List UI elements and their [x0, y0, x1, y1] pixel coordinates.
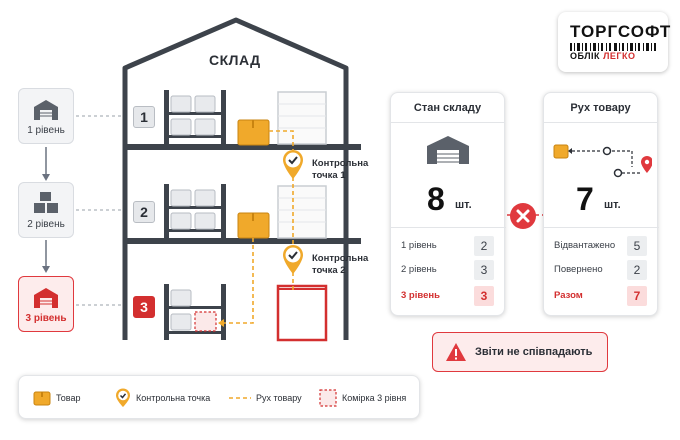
logo-bottom-text: ОБЛІК ЛЕГКО: [570, 51, 636, 61]
logo-word-dark: ОБЛІК: [570, 51, 601, 61]
movement-route-icon: [553, 144, 652, 178]
movement-card: Рух товару 7 шт. Відвантажено 5 Повернен…: [543, 92, 659, 316]
movement-total: 7: [576, 181, 594, 217]
checkpoint-2-icon: [283, 245, 303, 274]
level-tile-2: 2 рівень: [18, 182, 74, 238]
dashed-line-icon: [229, 397, 251, 399]
checkpoint-1-label: Контрольна точка 1: [312, 158, 368, 182]
alert-text: Звіти не співпадають: [475, 346, 593, 358]
warehouse-icon: [34, 288, 58, 308]
stock-row-highlight: 3 рівень 3: [391, 285, 506, 307]
legend: Товар Контрольна точка Рух товару Комірк…: [18, 375, 420, 419]
legend-item-checkpoint: Контрольна точка: [115, 376, 210, 420]
warehouse-icon: [34, 100, 58, 120]
legend-cell-label: Комірка 3 рівня: [342, 393, 407, 403]
dashed-cell-icon: [319, 389, 337, 407]
checkpoint-1-line1: Контрольна: [312, 158, 369, 169]
movement-row: Повернено 2: [544, 259, 659, 281]
logo-word-red: ЛЕГКО: [603, 51, 636, 61]
legend-item-product: Товар: [33, 376, 81, 420]
legend-movement-label: Рух товару: [256, 393, 302, 403]
boxes-stack-icon: [34, 192, 58, 213]
checkpoint-1-line2: точка 1: [312, 170, 346, 181]
divider: [391, 227, 506, 228]
box-icon: [33, 391, 51, 406]
divider: [544, 227, 659, 228]
warehouse-icon: [427, 136, 469, 164]
movement-row-highlight: Разом 7: [544, 285, 659, 307]
checkpoint-icon: [116, 388, 130, 407]
stock-card: Стан складу 8 шт. 1 рівень 2 2 рівень 3 …: [390, 92, 506, 316]
checkpoint-2-line2: точка 2: [312, 265, 346, 276]
stock-row-name: 3 рівень: [401, 290, 440, 301]
movement-row-name: Відвантажено: [554, 240, 616, 251]
stock-row: 2 рівень 3: [391, 259, 506, 281]
floor-number-2: 2: [133, 201, 155, 223]
warehouse-title: СКЛАД: [209, 52, 261, 68]
movement-row-name: Повернено: [554, 264, 603, 275]
movement-card-title: Рух товару: [544, 93, 657, 123]
floor-number-3: 3: [133, 296, 155, 318]
level-tile-label: 1 рівень: [27, 125, 65, 136]
movement-unit: шт.: [604, 199, 621, 211]
level-tile-label: 3 рівень: [25, 313, 67, 324]
stock-row-value: 3: [474, 286, 494, 306]
movement-row-value: 2: [627, 260, 647, 280]
stock-card-title: Стан складу: [391, 93, 504, 123]
checkpoint-2-line1: Контрольна: [312, 253, 369, 264]
torgsoft-logo: ТОРГСОФТ ОБЛІК ЛЕГКО: [558, 12, 672, 72]
reports-mismatch-alert: Звіти не співпадають: [432, 332, 608, 372]
movement-row-name: Разом: [554, 290, 583, 301]
checkpoint-2-label: Контрольна точка 2: [312, 253, 368, 277]
stock-row-value: 2: [474, 236, 494, 256]
legend-item-movement: Рух товару: [229, 376, 302, 420]
stock-row-name: 1 рівень: [401, 240, 437, 251]
logo-top-text: ТОРГСОФТ: [570, 22, 672, 41]
stock-row-value: 3: [474, 260, 494, 280]
movement-row: Відвантажено 5: [544, 235, 659, 257]
movement-row-value: 5: [627, 236, 647, 256]
legend-checkpoint-label: Контрольна точка: [136, 393, 211, 403]
level-tile-1: 1 рівень: [18, 88, 74, 144]
level-tile-label: 2 рівень: [27, 219, 65, 230]
level-tile-3: 3 рівень: [18, 276, 74, 332]
legend-product-label: Товар: [56, 393, 81, 403]
legend-item-cell: Комірка 3 рівня: [319, 376, 406, 420]
barcode-icon: [570, 43, 656, 51]
warning-icon: [446, 343, 466, 361]
stock-row-name: 2 рівень: [401, 264, 437, 275]
floor-number-1: 1: [133, 106, 155, 128]
movement-row-value: 7: [627, 286, 647, 306]
stock-unit: шт.: [455, 199, 472, 211]
mismatch-x-icon: [510, 203, 536, 229]
checkpoint-1-icon: [283, 150, 303, 179]
stock-row: 1 рівень 2: [391, 235, 506, 257]
stock-total: 8: [427, 181, 445, 217]
